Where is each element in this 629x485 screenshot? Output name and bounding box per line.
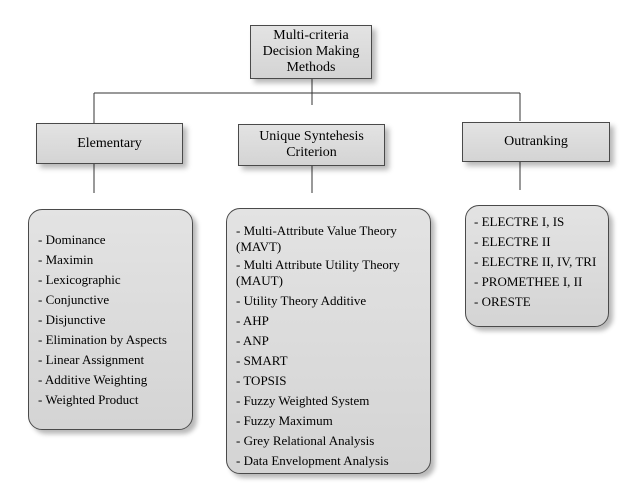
list-item: - Utility Theory Additive: [236, 293, 367, 308]
list-item: - Multi Attribute Utility Theory (MAUT): [236, 257, 400, 288]
list-item: - Elimination by Aspects: [38, 332, 167, 347]
root-node: Multi-criteria Decision Making Methods: [250, 25, 372, 79]
category-unique-title-line-1: Unique Syntehesis: [259, 129, 364, 144]
list-item: - Weighted Product: [38, 392, 139, 407]
unique-synthesis-methods-list: - Multi-Attribute Value Theory (MAVT) - …: [226, 208, 431, 474]
list-item: - ANP: [236, 333, 269, 348]
list-item: - Data Envelopment Analysis: [236, 453, 389, 468]
elementary-methods-list: - Dominance - Maximin - Lexicographic - …: [28, 209, 193, 430]
root-title-line-2: Decision Making: [262, 44, 360, 59]
category-unique-synthesis: Unique Syntehesis Criterion: [238, 124, 385, 166]
list-item: - Multi-Attribute Value Theory (MAVT): [236, 223, 397, 254]
list-item: - Disjunctive: [38, 312, 106, 327]
list-item: - Lexicographic: [38, 272, 121, 287]
list-item: - TOPSIS: [236, 373, 287, 388]
root-title-line-1: Multi-criteria: [273, 28, 349, 43]
list-item: - Maximin: [38, 252, 94, 267]
category-unique-title-line-2: Criterion: [286, 145, 337, 160]
list-item: - Conjunctive: [38, 292, 110, 307]
category-elementary-title: Elementary: [77, 135, 142, 151]
list-item: - Linear Assignment: [38, 352, 145, 367]
list-item: - Additive Weighting: [38, 372, 148, 387]
outranking-methods-list: - ELECTRE I, IS - ELECTRE II - ELECTRE I…: [465, 205, 609, 327]
list-item: - Grey Relational Analysis: [236, 433, 375, 448]
list-item: - Fuzzy Maximum: [236, 413, 333, 428]
root-title-line-3: Methods: [286, 60, 336, 75]
list-item: - SMART: [236, 353, 288, 368]
list-item: - AHP: [236, 313, 269, 328]
list-item: - Dominance: [38, 232, 106, 247]
list-item: - ELECTRE II: [474, 234, 551, 249]
category-elementary: Elementary: [36, 123, 183, 164]
list-item: - ORESTE: [474, 294, 531, 309]
category-outranking: Outranking: [462, 122, 610, 162]
category-outranking-title: Outranking: [504, 134, 568, 149]
list-item: - ELECTRE II, IV, TRI: [474, 254, 597, 269]
list-item: - ELECTRE I, IS: [474, 214, 565, 229]
list-item: - PROMETHEE I, II: [474, 274, 583, 289]
list-item: - Fuzzy Weighted System: [236, 393, 370, 408]
